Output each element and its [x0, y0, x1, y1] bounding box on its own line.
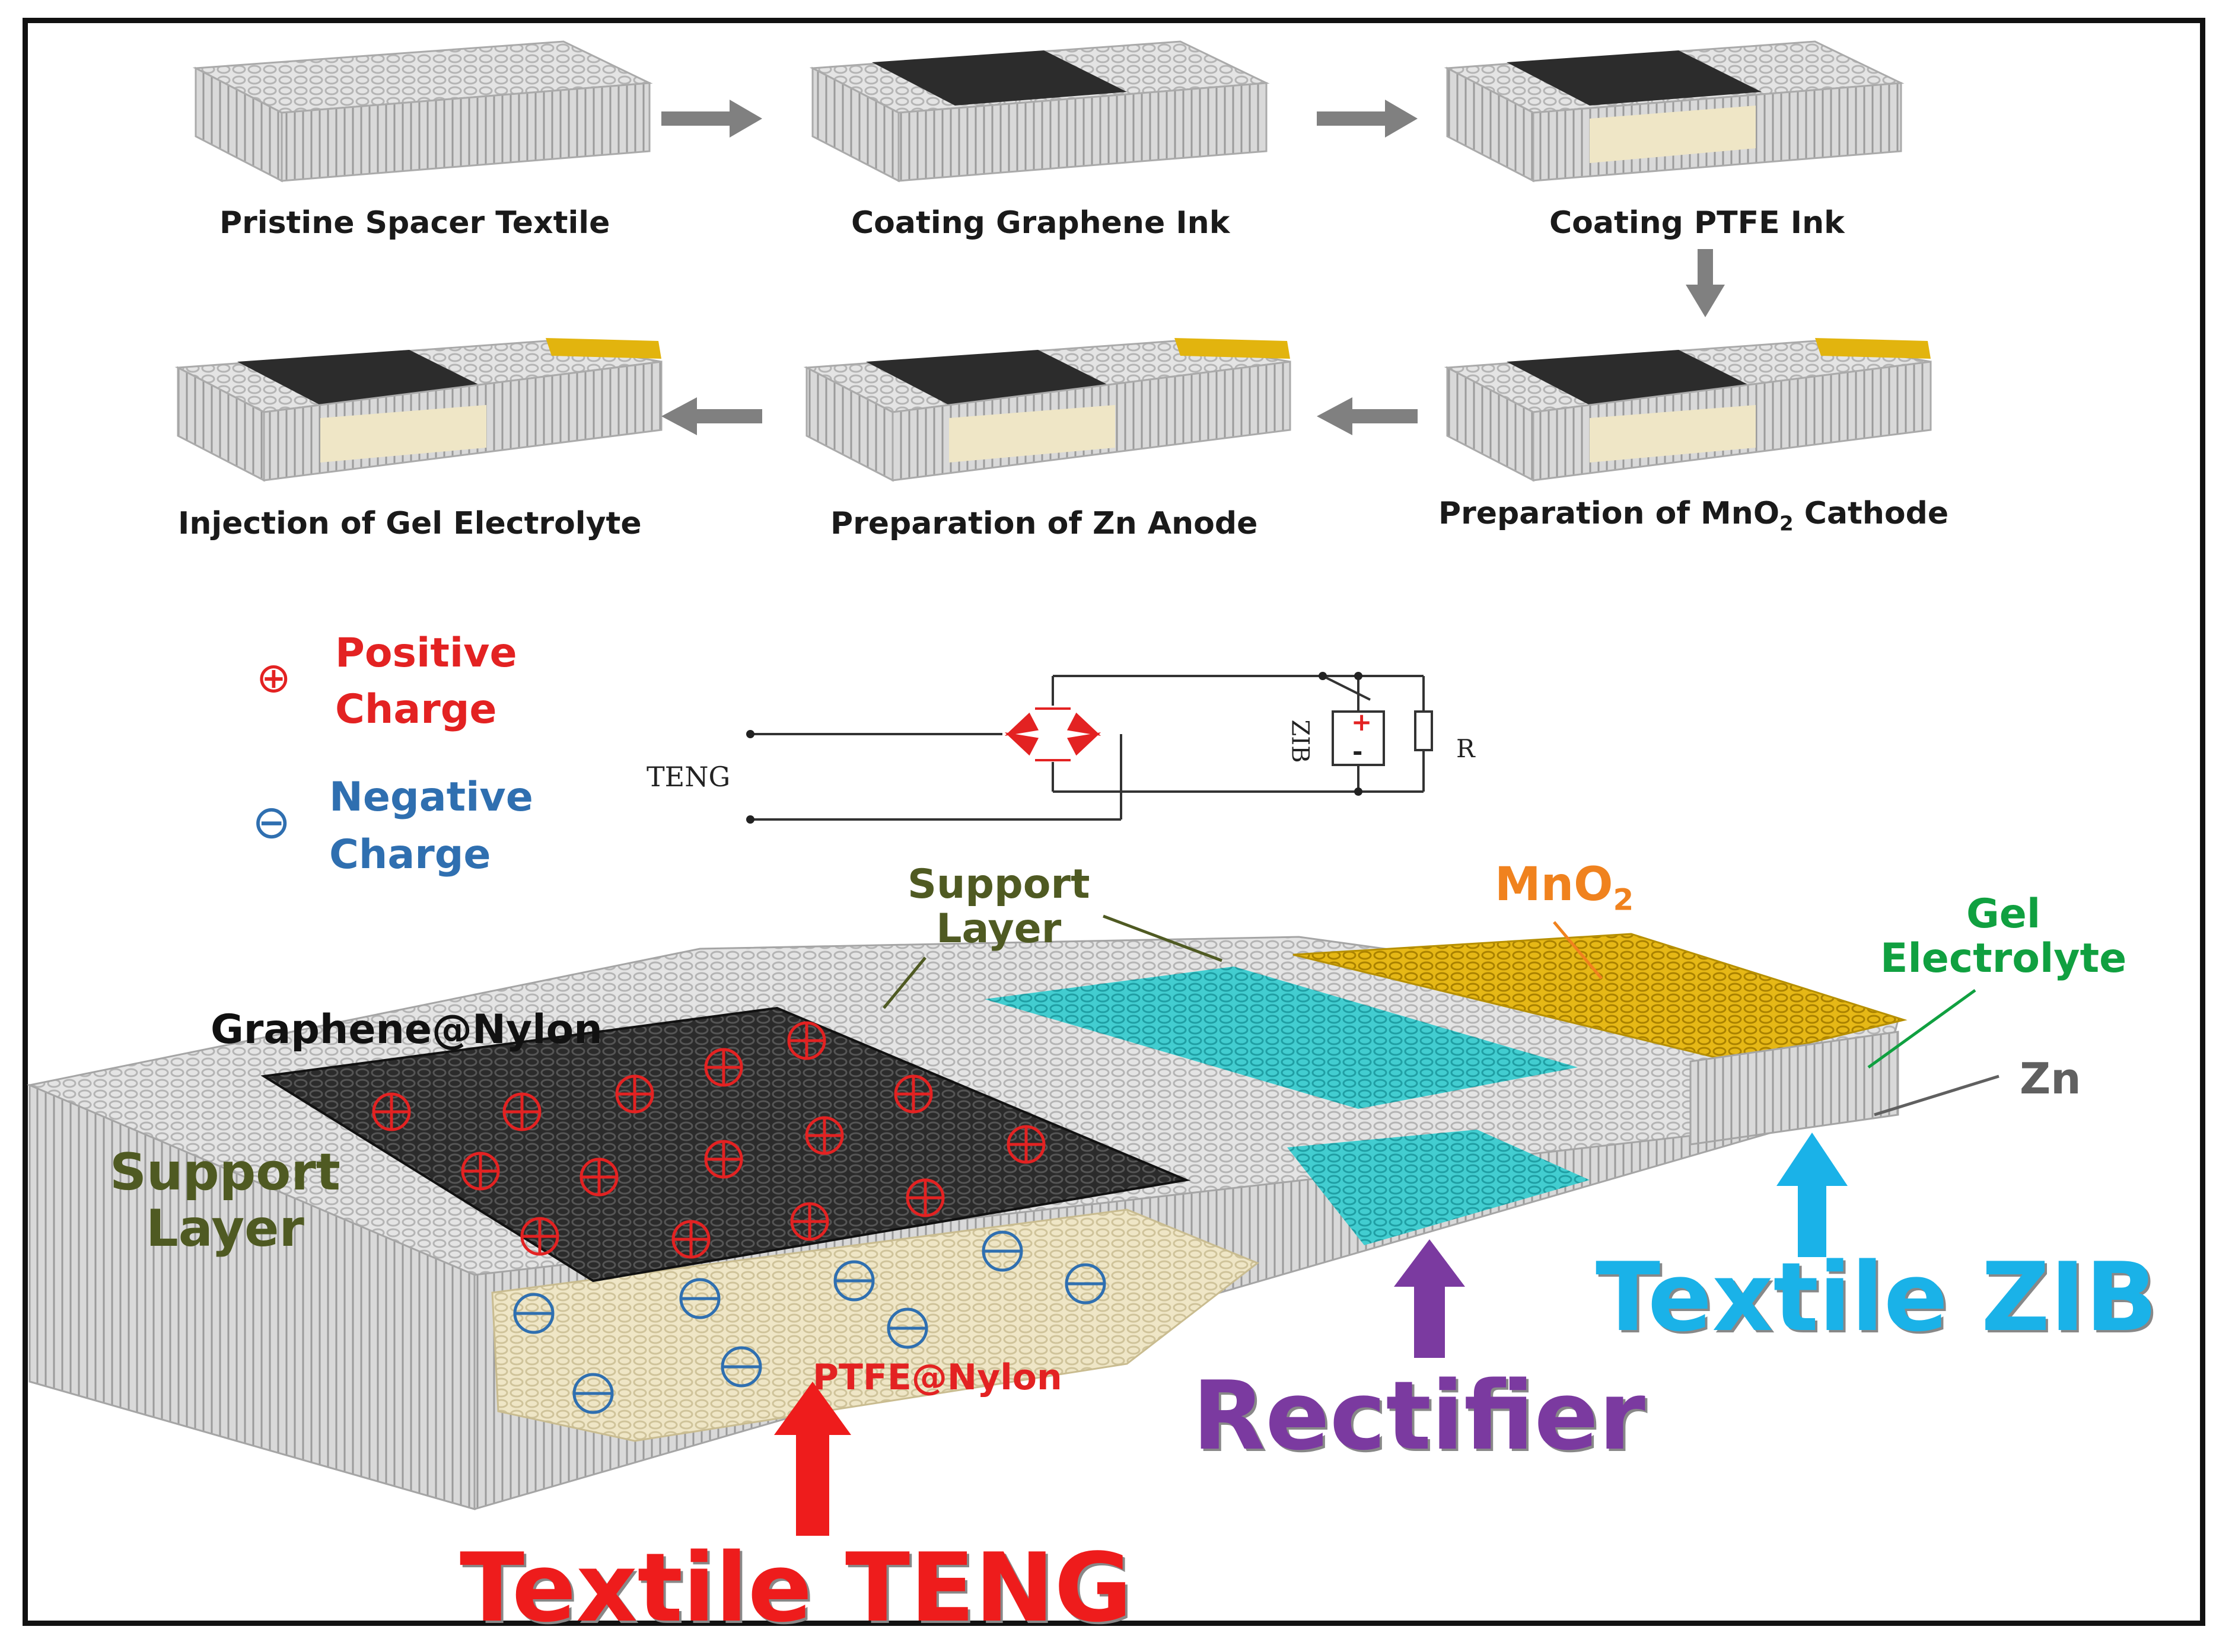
- mno2-layer: [1292, 933, 1908, 1063]
- battery-minus-icon: -: [1352, 737, 1363, 766]
- step-image-graphene: [809, 40, 1270, 183]
- positive-charge-icon: [580, 1157, 619, 1197]
- step-label-graphene: Coating Graphene Ink: [851, 205, 1230, 241]
- rectifier-arrow-icon: [1394, 1239, 1465, 1358]
- negative-charge-icon: [679, 1278, 721, 1319]
- component-arrows: [774, 1133, 1848, 1536]
- positive-charge-legend-icon: ⊕: [256, 653, 291, 702]
- positive-legend-label-2: Charge: [335, 686, 497, 733]
- circuit-zib-label: ZIB: [1286, 719, 1314, 763]
- positive-legend-label-1: Positive: [335, 630, 517, 677]
- step-label-mno2: Preparation of MnO2 Cathode: [1438, 496, 1949, 536]
- rectifier-layer-bottom: [1287, 1130, 1590, 1245]
- ptfe-nylon-label: PTFE@Nylon: [813, 1357, 1062, 1398]
- positive-charge-icon: [1007, 1125, 1046, 1164]
- zib-arrow-icon: [1776, 1133, 1848, 1257]
- negative-charge-icon: [513, 1293, 555, 1334]
- positive-charge-icon: [520, 1217, 559, 1256]
- positive-charge-icon: [787, 1021, 826, 1060]
- arrow-right-icon: [661, 100, 762, 138]
- textile-zib-label: Textile ZIB: [1596, 1242, 2158, 1353]
- graphene-nylon-label: Graphene@Nylon: [211, 1006, 603, 1053]
- step-image-pristine: [192, 40, 653, 183]
- arrow-right-icon: [1317, 100, 1418, 138]
- negative-legend-label-2: Charge: [329, 831, 491, 878]
- positive-charge-icon: [704, 1140, 743, 1179]
- circuit-diagram: [750, 675, 1433, 821]
- positive-charge-icon: [906, 1178, 945, 1217]
- teng-arrow-icon: [774, 1382, 851, 1536]
- negative-charge-icon: [982, 1230, 1023, 1272]
- step-label-ptfe: Coating PTFE Ink: [1549, 205, 1845, 241]
- negative-charge-icon: [572, 1373, 614, 1414]
- step-image-ptfe: [1444, 40, 1905, 183]
- circuit-nodes: [746, 672, 1362, 824]
- mno2-label: MnO2: [1495, 858, 1634, 917]
- positive-charge-icon: [704, 1048, 743, 1087]
- zn-label: Zn: [2020, 1054, 2081, 1104]
- step-label-gel: Injection of Gel Electrolyte: [178, 506, 642, 541]
- arrow-left-icon: [661, 397, 762, 435]
- negative-charges: [513, 1230, 1106, 1414]
- step-image-mno2: [1444, 338, 1932, 482]
- step-image-gel: [174, 338, 663, 482]
- negative-legend-label-1: Negative: [329, 774, 533, 821]
- textile-teng-label: Textile TENG: [460, 1532, 1132, 1643]
- process-arrows: [661, 100, 1725, 435]
- rectifier-layer-top: [985, 967, 1578, 1109]
- positive-charge-icon: [790, 1202, 829, 1241]
- circuit-resistor-label: R: [1456, 734, 1475, 763]
- positive-charge-icon: [894, 1074, 933, 1114]
- leader-lines: [883, 914, 1999, 1117]
- negative-charge-legend-icon: ⊖: [252, 796, 291, 849]
- positive-charge-icon: [372, 1092, 411, 1131]
- positive-charge-icon: [615, 1074, 654, 1114]
- positive-charge-icon: [671, 1220, 711, 1259]
- circuit-teng-label: TENG: [647, 761, 731, 793]
- negative-charge-icon: [1065, 1263, 1106, 1305]
- negative-charge-icon: [887, 1307, 928, 1349]
- positive-charge-icon: [461, 1152, 500, 1191]
- negative-charge-icon: [833, 1260, 875, 1302]
- positive-charge-icon: [502, 1092, 542, 1131]
- positive-charge-icon: [805, 1116, 844, 1155]
- rectifier-label: Rectifier: [1192, 1360, 1645, 1471]
- positive-charges: [372, 1021, 1046, 1259]
- negative-charge-icon: [721, 1346, 762, 1388]
- step-label-zn: Preparation of Zn Anode: [830, 506, 1258, 541]
- step-image-zn: [803, 338, 1291, 482]
- battery-plus-icon: +: [1351, 707, 1373, 736]
- device-illustration: [26, 933, 1908, 1510]
- ptfe-layer: [491, 1208, 1259, 1442]
- step-label-pristine: Pristine Spacer Textile: [219, 205, 610, 241]
- rectifier-bridge-icon: [1004, 707, 1101, 761]
- arrow-down-icon: [1686, 249, 1725, 317]
- arrow-left-icon: [1317, 397, 1418, 435]
